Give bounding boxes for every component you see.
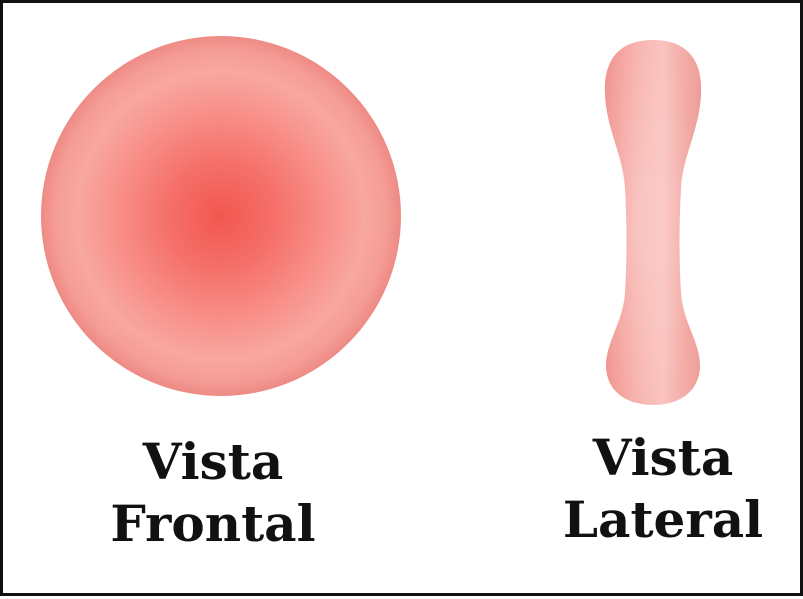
lateral-caption-line1: Vista — [523, 427, 803, 489]
red-blood-cell-frontal — [41, 36, 401, 396]
red-blood-cell-lateral — [605, 40, 701, 405]
frontal-caption-line2: Frontal — [23, 493, 403, 555]
frontal-caption-line1: Vista — [23, 431, 403, 493]
lateral-caption-line2: Lateral — [523, 489, 803, 551]
frontal-view-caption: Vista Frontal — [23, 431, 403, 555]
lateral-view-caption: Vista Lateral — [523, 427, 803, 551]
